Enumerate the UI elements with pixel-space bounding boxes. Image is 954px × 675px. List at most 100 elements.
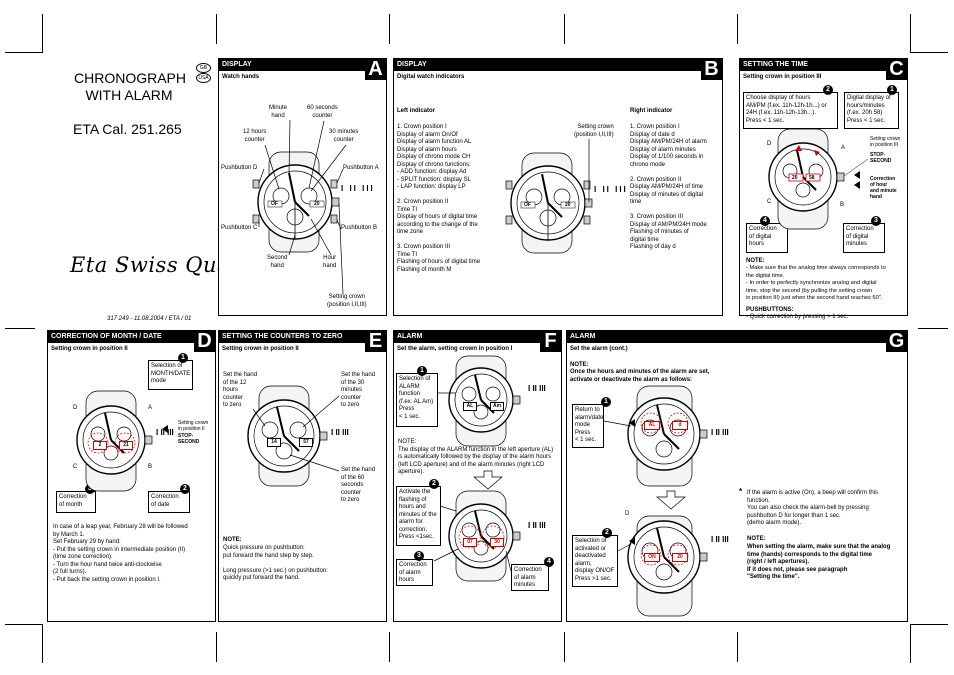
crop-mark <box>910 52 948 53</box>
panel-header: SETTING THE COUNTERS TO ZERO <box>219 331 386 343</box>
watch-illustration <box>252 119 347 295</box>
right-indicator-text: 1. Crown position I Display of date d Di… <box>630 124 707 250</box>
crop-mark <box>42 14 43 52</box>
crop-mark <box>5 624 43 625</box>
panel-header: DISPLAY <box>394 59 722 71</box>
label-second-hand: Second hand <box>267 255 288 269</box>
panel-f-alarm: ALARM F Set the alarm, setting crown in … <box>393 330 562 622</box>
panel-letter: F <box>540 330 561 352</box>
panel-a-display: DISPLAY A Watch hands Minute hand 60 sec… <box>218 58 387 316</box>
label-stop-second: STOP- SECOND <box>870 152 892 164</box>
crop-mark <box>737 632 738 662</box>
crop-mark <box>737 14 738 44</box>
panel-subtitle: Watch hands <box>222 74 260 80</box>
lcd-right: 57 <box>299 438 313 447</box>
box-3: Correction of digital minutes <box>843 223 885 253</box>
step-badge: 2 <box>602 528 612 538</box>
right-indicator-title: Right indicator <box>630 108 673 114</box>
label-crown-position: Setting crown in position III <box>870 136 901 148</box>
panel-c-setting-time: SETTING THE TIME C Setting crown in posi… <box>739 58 908 320</box>
lcd-left: AL <box>644 421 660 430</box>
box-4: Correction of alarm minutes <box>511 564 549 591</box>
lcd-left: OF <box>271 201 278 207</box>
watch-illustration <box>768 128 869 230</box>
crown-position-marks: I II III <box>341 184 375 193</box>
leap-year-text: In case of a leap year, February 28 will… <box>53 524 188 583</box>
watch-illustrations: I II III I II III <box>603 385 729 617</box>
note-text: NOTE: The display of the ALARM function … <box>398 439 554 475</box>
crop-mark <box>5 52 43 53</box>
pos-b: B <box>148 464 153 470</box>
step-badge: 1 <box>178 353 188 363</box>
label-60-seconds-zero: Set the hand of the 60 seconds counter t… <box>341 467 376 503</box>
step-badge: 4 <box>760 216 770 226</box>
label-30-minutes-zero: Set the hand of the 30 minutes counter t… <box>341 372 376 408</box>
title-line-1: CHRONOGRAPH <box>74 70 187 86</box>
panel-letter: A <box>365 58 386 80</box>
box-2: Selection of activated or deactivated al… <box>572 535 618 587</box>
star-icon: * <box>739 487 743 496</box>
lcd-left: 20 <box>792 175 798 181</box>
label-pushbutton-d: Pushbutton D <box>221 165 258 171</box>
watch-illustrations: I II III I II III <box>433 355 546 582</box>
pushbuttons-title: PUSHBUTTONS: <box>746 307 794 313</box>
pos-d: D <box>625 511 630 517</box>
crop-mark <box>389 632 390 662</box>
note2-text: When setting the alarm, make sure that t… <box>747 544 891 580</box>
crop-mark <box>910 14 911 52</box>
note-text: - Make sure that the analog time always … <box>746 265 886 301</box>
language-badge-gb: GB <box>196 63 211 73</box>
panel-subtitle: Set the alarm (cont.) <box>570 346 628 352</box>
step-badge: 2 <box>180 484 190 494</box>
panel-subtitle: Setting crown in position II <box>51 346 128 352</box>
label-pushbutton-a: Pushbutton A <box>343 165 379 171</box>
label-minute-hand: Minute hand <box>269 105 288 119</box>
left-indicator-text: 1. Crown position I Display of alarm On/… <box>397 124 481 273</box>
svg-text:I II III: I II III <box>711 428 729 437</box>
lcd-left: OF <box>524 202 531 208</box>
panel-header: ALARM <box>567 331 907 343</box>
title-line-2: WITH ALARM <box>85 87 173 103</box>
panel-letter: B <box>701 58 722 80</box>
svg-text:I II III: I II III <box>156 428 174 437</box>
panel-letter: G <box>886 330 907 352</box>
box-2: Digital display of hours/minutes (f.ex. … <box>844 92 899 129</box>
label-hour-hand: Hour hand <box>323 255 337 269</box>
step-badge: 4 <box>544 557 554 567</box>
label-pushbutton-b: Pushbutton B <box>341 225 378 231</box>
box-1: Selection of MONTH/DATE mode <box>148 360 193 390</box>
lcd-right: 20 <box>672 553 688 562</box>
pos-d: D <box>767 141 772 147</box>
label-crown-position: Setting crown in position II <box>178 420 209 432</box>
watch-illustration: I II III <box>76 390 174 492</box>
note-text: Quick pressure on pushbutton: put forwar… <box>223 545 328 581</box>
panel-header: SETTING THE TIME <box>740 59 907 71</box>
step-badge: 1 <box>417 366 427 376</box>
panel-subtitle: Setting crown in position III <box>743 74 822 80</box>
box-3: Correction of month <box>56 491 96 513</box>
box-3: Correction of alarm hours <box>396 559 433 586</box>
crop-mark <box>910 625 911 663</box>
panel-b-display: DISPLAY B Digital watch indicators Left … <box>393 58 723 316</box>
panel-letter: C <box>886 58 907 80</box>
box-2: Correction of date <box>148 491 190 513</box>
caliber-title: ETA Cal. 251.265 <box>73 121 182 137</box>
panel-g-alarm-cont: ALARM G Set the alarm (cont.) NOTE: Once… <box>566 330 908 622</box>
pos-b: B <box>840 202 845 208</box>
step-badge: 2 <box>429 479 439 489</box>
pushbuttons-text: - Quick correction by pressing > 1 sec. <box>746 314 849 320</box>
panel-subtitle: Setting crown in position II <box>222 346 299 352</box>
star-note: If the alarm is active (On), a beep will… <box>747 490 879 526</box>
panel-d-month-date: CORRECTION OF MONTH / DATE D Setting cro… <box>47 330 216 622</box>
pos-d: D <box>73 405 78 411</box>
step-badge: 1 <box>601 397 611 407</box>
panel-letter: D <box>194 330 215 352</box>
note-title: NOTE: <box>746 258 765 264</box>
step-badge: 2 <box>823 85 833 95</box>
label-pushbutton-c: Pushbutton C <box>221 225 258 231</box>
panel-header: DISPLAY <box>219 59 386 71</box>
watch-illustration: I II III <box>247 385 349 487</box>
box-2: Activate the flashing of hours and minut… <box>396 486 441 546</box>
panel-header: ALARM <box>394 331 561 343</box>
svg-text:I II III: I II III <box>528 521 546 530</box>
